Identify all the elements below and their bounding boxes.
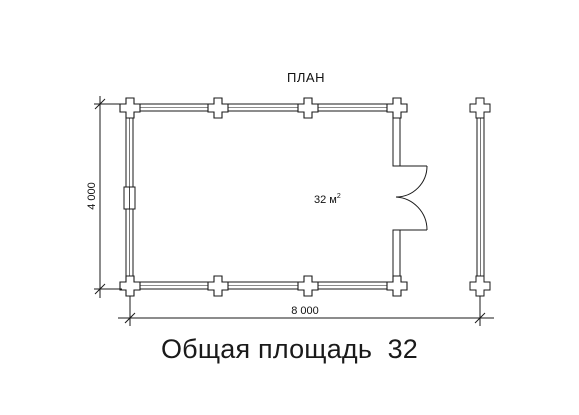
caption-value: 32 [387, 334, 418, 364]
post-markers [119, 97, 408, 297]
side-post-top [469, 97, 491, 119]
side-section [469, 97, 491, 297]
post-top-1 [119, 97, 141, 119]
dimension-height-label: 4 000 [86, 182, 98, 210]
post-top-4 [386, 97, 408, 119]
area-label: 32 м2 [314, 193, 341, 206]
dimension-width-label: 8 000 [291, 305, 319, 317]
dimension-width [118, 296, 494, 326]
walls [125, 103, 401, 290]
double-door [395, 165, 428, 231]
post-top-2 [207, 97, 229, 119]
caption-text: Общая площадь [160, 334, 373, 364]
post-bottom-4 [386, 275, 408, 297]
side-post-bottom [469, 275, 491, 297]
plan-title: ПЛАН [287, 70, 325, 85]
total-area-caption: Общая площадь 32 [0, 334, 579, 365]
post-bottom-1 [119, 275, 141, 297]
dimension-height [94, 96, 122, 298]
post-top-3 [297, 97, 319, 119]
post-bottom-3 [297, 275, 319, 297]
post-bottom-2 [207, 275, 229, 297]
